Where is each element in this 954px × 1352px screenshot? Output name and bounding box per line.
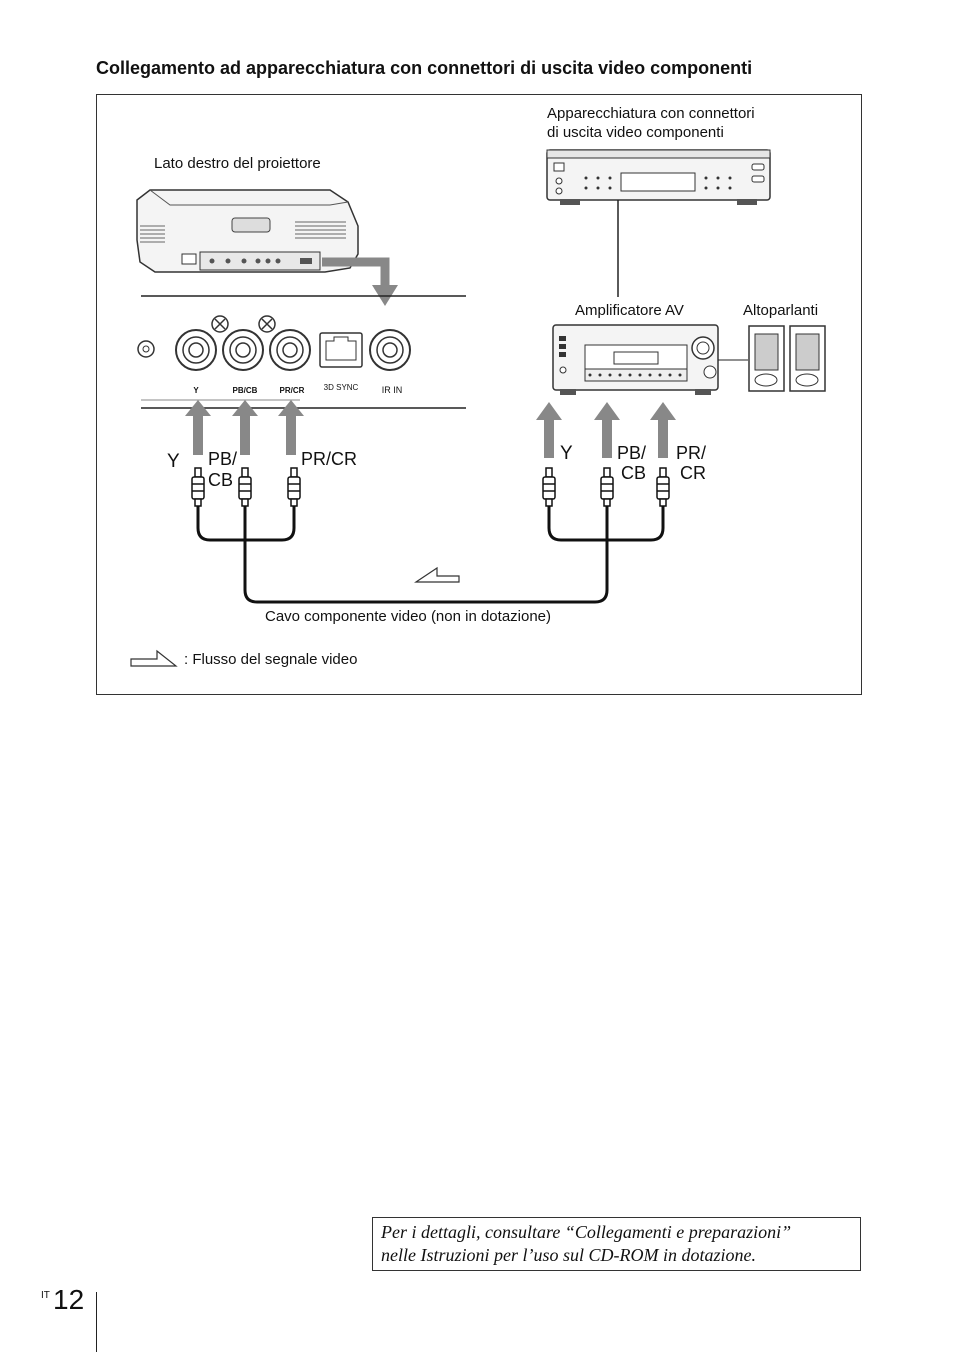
rca-plug [287, 467, 301, 507]
projector-connector-panel: Y PB/CB PR/CR 3D SYNC IR IN [137, 295, 466, 409]
left-plug-label-cb: CB [208, 470, 233, 490]
source-label-line1: Apparecchiatura con connettori [547, 105, 755, 122]
panel-label-pr-cr: PR/CR [280, 386, 305, 395]
rca-plug [542, 467, 556, 507]
component-video-cable [196, 505, 665, 604]
page-number: 12 [53, 1284, 85, 1315]
left-plug-label-y: Y [167, 451, 180, 472]
rca-plug [238, 467, 252, 507]
amplifier-label: Amplificatore AV [575, 302, 684, 319]
page-language-code: IT [41, 1290, 50, 1301]
panel-label-pb-cb: PB/CB [233, 386, 258, 395]
section-heading: Collegamento ad apparecchiatura con conn… [96, 58, 753, 78]
signal-flow-arrows [185, 400, 676, 458]
legend-text: : Flusso del segnale video [184, 651, 357, 668]
right-plug-label-pb: PB/ [617, 443, 646, 463]
flow-symbol-icon [414, 566, 460, 583]
speakers-illustration [748, 325, 826, 392]
rca-plug [656, 467, 670, 507]
connection-diagram: Y PB/CB PR/CR 3D SYNC IR IN [130, 105, 826, 668]
rca-plug [191, 467, 205, 507]
speakers-label: Altoparlanti [743, 302, 818, 319]
source-equipment-illustration [546, 149, 771, 205]
right-plug-label-pr: PR/ [676, 443, 706, 463]
cable-label: Cavo componente video (non in dotazione) [265, 608, 551, 625]
rca-plugs [191, 467, 670, 507]
right-plug-label-cb: CB [621, 463, 646, 483]
connection-diagram-frame [96, 94, 862, 695]
legend-flow-icon [130, 649, 178, 667]
reference-note-box: Per i dettagli, consultare “Collegamenti… [372, 1217, 861, 1271]
right-plug-label-y: Y [560, 443, 573, 464]
right-plug-label-cr: CR [680, 463, 706, 483]
rca-plug [600, 467, 614, 507]
note-line-2: nelle Istruzioni per l’uso sul CD-ROM in… [381, 1245, 756, 1265]
page-margin-rule [96, 1292, 97, 1352]
left-plug-label-pr-cr: PR/CR [301, 449, 357, 469]
left-plug-label-pb: PB/ [208, 449, 237, 469]
projector-label: Lato destro del proiettore [154, 155, 321, 172]
note-line-1: Per i dettagli, consultare “Collegamenti… [381, 1222, 792, 1242]
av-amplifier-illustration [552, 324, 719, 395]
panel-label-ir-in: IR IN [382, 385, 403, 395]
panel-label-3d-sync: 3D SYNC [324, 383, 359, 392]
source-label-line2: di uscita video componenti [547, 124, 724, 141]
panel-label-y: Y [193, 386, 199, 395]
